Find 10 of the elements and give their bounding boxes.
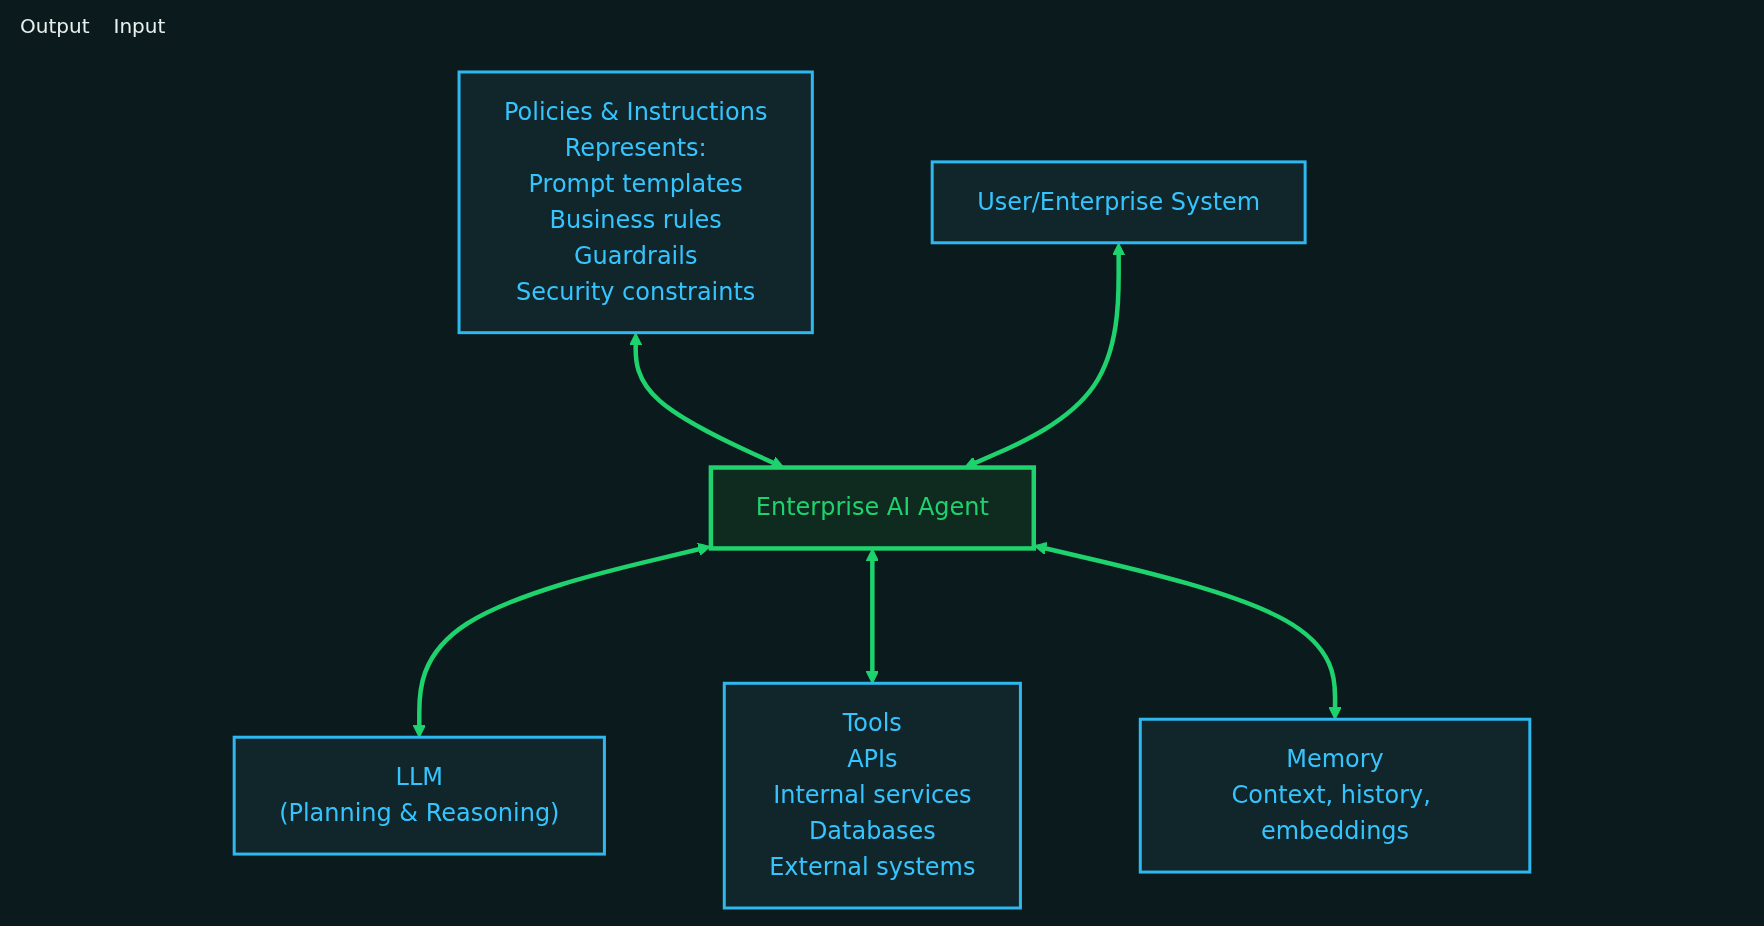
direction-label: Input <box>113 14 166 38</box>
direction-label: Output <box>20 14 90 38</box>
arrow <box>1033 542 1342 720</box>
node-box: Policies & Instructions Represents: Prompt templates Business rules Guardrails Security constraints <box>457 70 814 335</box>
arrow <box>412 542 711 738</box>
node-box: User/Enterprise System <box>930 160 1307 245</box>
node-box: Memory Context, history, embeddings <box>1138 717 1532 874</box>
node-box: Tools APIs Internal services Databases External systems <box>722 681 1022 910</box>
node-box: LLM (Planning & Reasoning) <box>232 735 606 856</box>
node-box: Enterprise AI Agent <box>708 465 1037 551</box>
